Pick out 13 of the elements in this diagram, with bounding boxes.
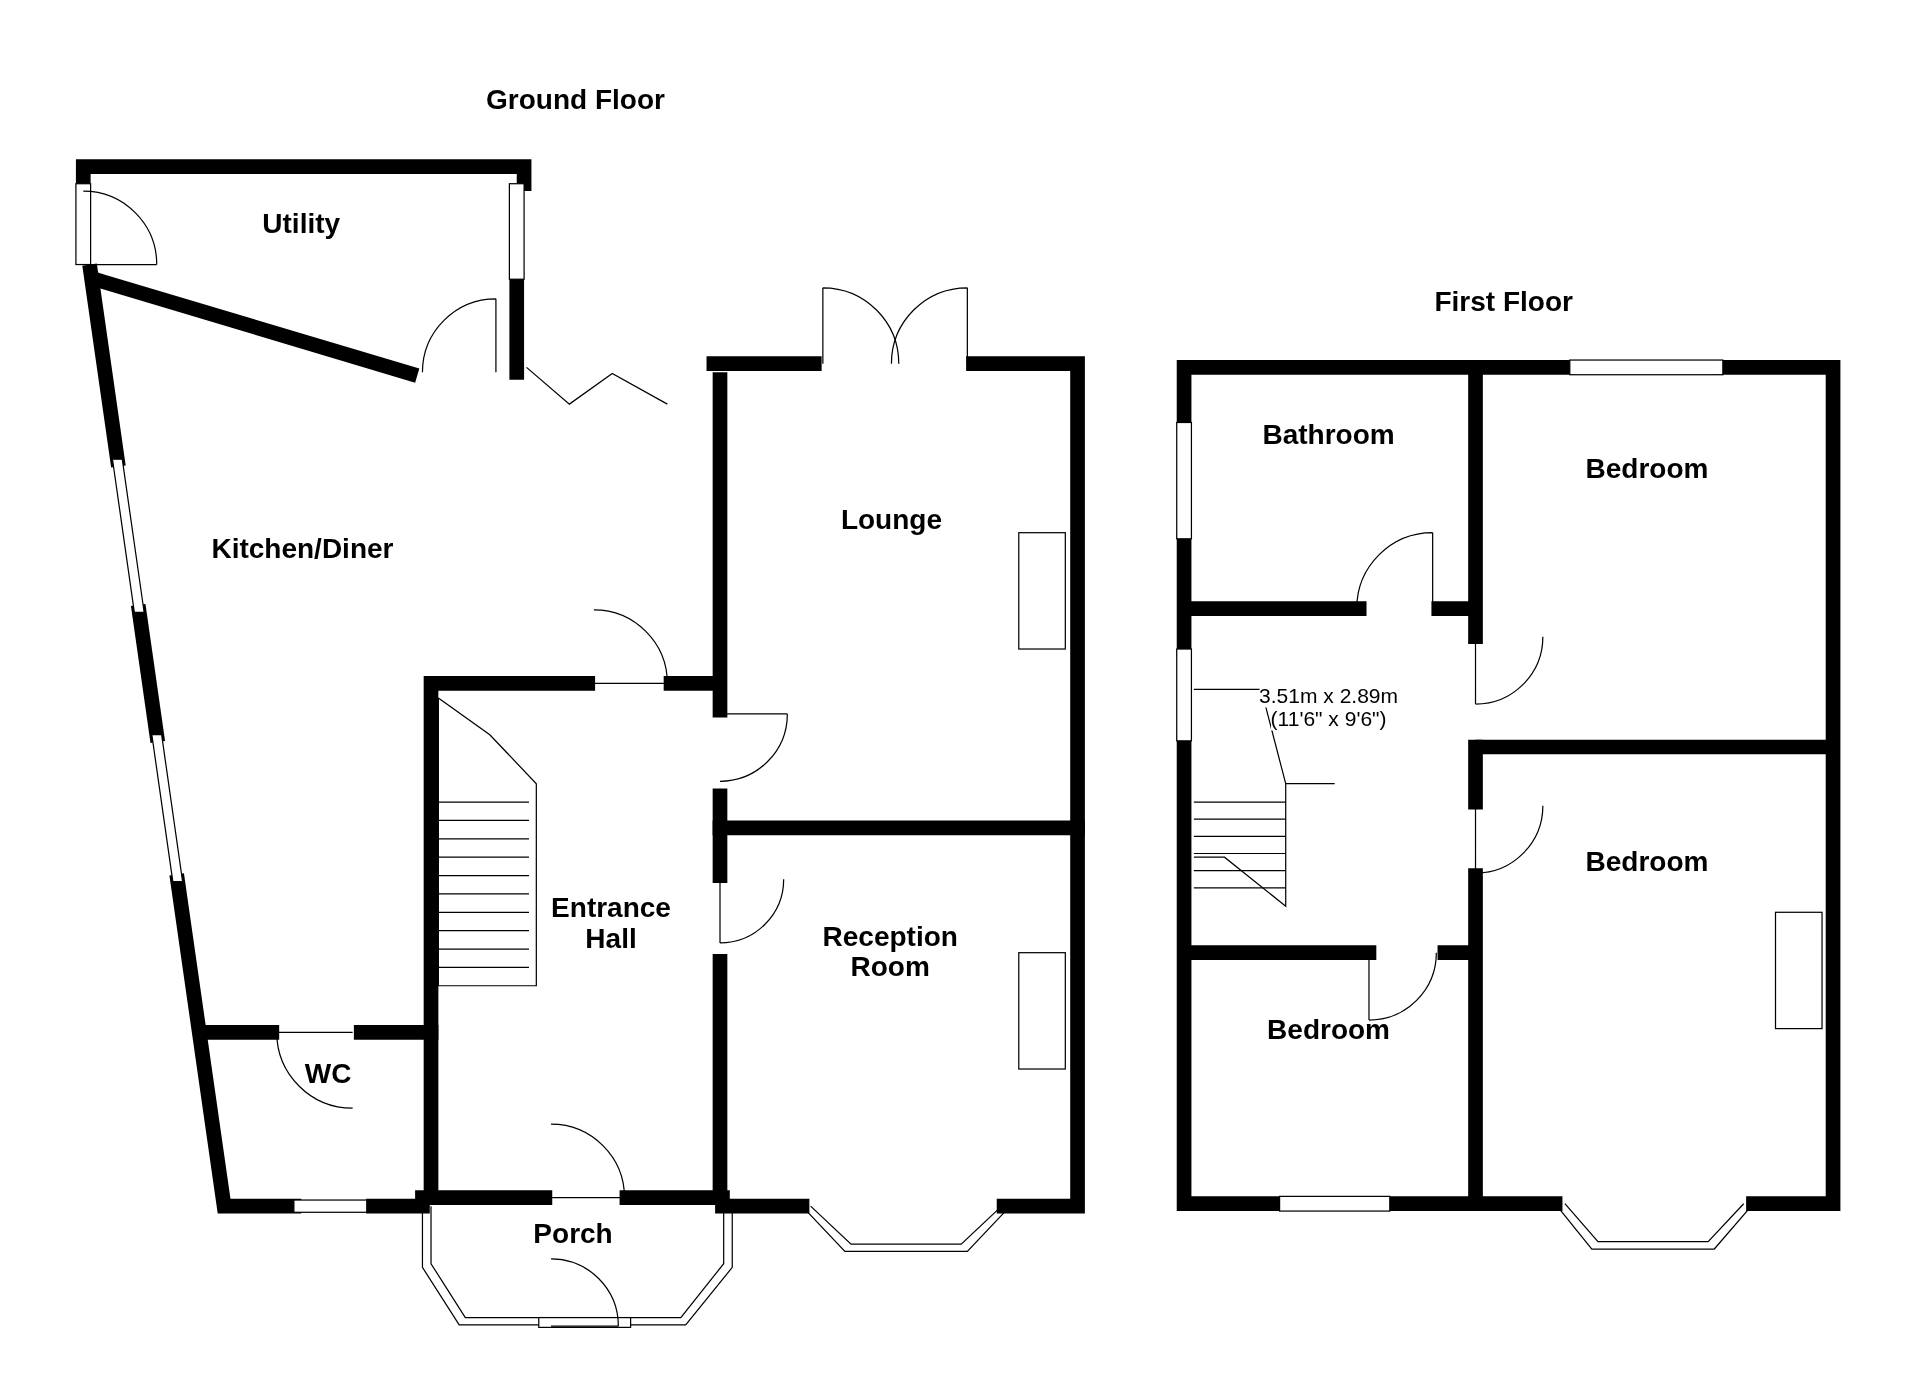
room-label: Porch xyxy=(533,1218,613,1250)
room-label: WC xyxy=(304,1058,352,1090)
room-label: Utility xyxy=(262,208,341,240)
room-label: Bedroom xyxy=(1585,846,1709,878)
floor-heading: Ground Floor xyxy=(486,85,665,116)
floor-heading: First Floor xyxy=(1434,287,1573,318)
room-label: Reception Room xyxy=(821,921,959,984)
room-label: Bedroom xyxy=(1585,453,1709,485)
room-label: Bathroom xyxy=(1262,419,1395,451)
room-label: Entrance Hall xyxy=(550,893,672,956)
room-label: Kitchen/Diner xyxy=(211,533,394,564)
room-label: Bedroom xyxy=(1267,1014,1390,1046)
room-label: Lounge xyxy=(840,505,942,536)
